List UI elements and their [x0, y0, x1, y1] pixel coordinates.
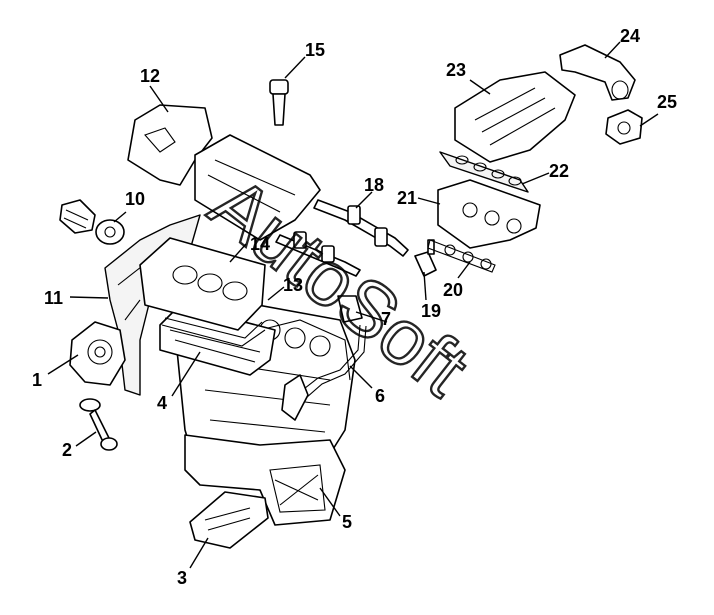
callout-3: 3 [177, 568, 187, 588]
callout-11: 11 [44, 288, 63, 308]
valve-cover [139, 237, 266, 331]
engine-cover [194, 134, 321, 241]
oil-pan-upper [184, 434, 346, 526]
callout-5: 5 [342, 512, 352, 532]
callout-18: 18 [364, 175, 384, 195]
callout-6: 6 [375, 386, 385, 406]
valve-cover-gasket [161, 317, 266, 347]
air-intake-duct [559, 44, 636, 101]
leader-lines [47, 41, 659, 569]
fuel-rail [275, 199, 409, 277]
manifold-gasket [427, 239, 496, 273]
throttle-body [605, 109, 643, 145]
callout-4: 4 [157, 393, 167, 413]
intake-manifold-lower [437, 179, 541, 249]
oil-sump [189, 491, 269, 549]
callout-21: 21 [397, 188, 417, 208]
coolant-pipe [281, 295, 367, 421]
callout-2: 2 [62, 440, 72, 460]
callout-10: 10 [125, 189, 145, 209]
callout-12: 12 [140, 66, 160, 86]
water-pump [69, 321, 126, 386]
callout-24: 24 [620, 26, 640, 46]
callout-25: 25 [657, 92, 677, 112]
callout-23: 23 [446, 60, 466, 80]
oil-filter [59, 199, 125, 245]
intake-plenum [454, 71, 576, 163]
callout-7: 7 [381, 309, 391, 329]
callout-19: 19 [421, 301, 441, 321]
callout-15: 15 [305, 40, 325, 60]
oil-filter-stud [79, 398, 118, 451]
callout-22: 22 [549, 161, 569, 181]
callout-14: 14 [250, 234, 270, 254]
callout-20: 20 [443, 280, 463, 300]
callout-13: 13 [283, 275, 303, 295]
ignition-coil [269, 79, 289, 126]
plenum-gasket [439, 151, 529, 193]
sensor [414, 239, 437, 277]
callout-1: 1 [32, 370, 42, 390]
callout-labels: 1 2 3 4 5 6 7 10 11 12 13 14 15 18 19 20… [32, 26, 677, 588]
